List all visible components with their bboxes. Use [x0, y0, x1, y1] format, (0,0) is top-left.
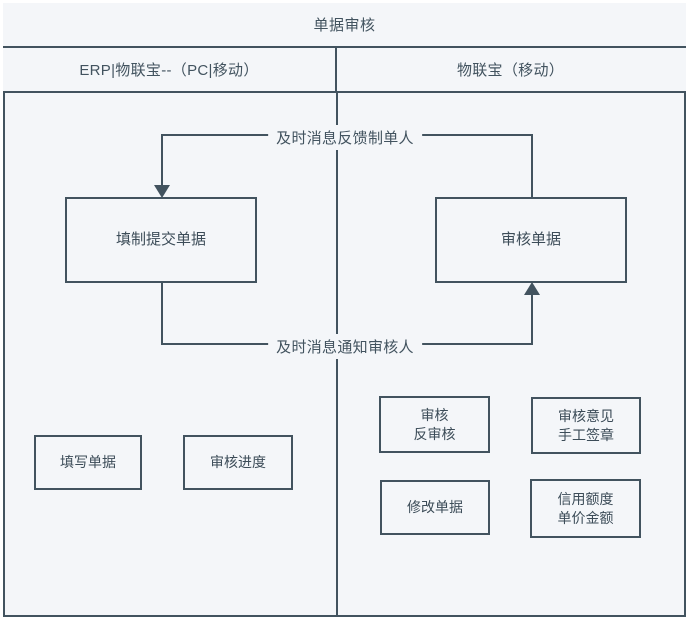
- node-audit-progress-label: 审核进度: [210, 454, 266, 471]
- diagram-title-row: 单据审核: [3, 3, 686, 48]
- node-audit-opinion-signature-label: 审核意见 手工签章: [558, 407, 614, 443]
- node-modify-document-label: 修改单据: [407, 499, 463, 516]
- edge-feedback-drop: [161, 134, 163, 186]
- node-fill-submit-document[interactable]: 填制提交单据: [65, 197, 257, 283]
- arrow-down-icon: [154, 185, 170, 198]
- lane-header-erp-label: ERP|物联宝--（PC|移动）: [79, 62, 259, 79]
- node-write-document[interactable]: 填写单据: [34, 435, 142, 490]
- node-fill-submit-document-label: 填制提交单据: [115, 230, 206, 248]
- node-audit-document-label: 审核单据: [500, 230, 561, 248]
- lane-header-iot-label: 物联宝（移动）: [456, 62, 565, 79]
- node-audit-unaudit-label: 审核 反审核: [413, 406, 456, 442]
- node-write-document-label: 填写单据: [60, 454, 116, 471]
- edge-notify-label: 及时消息通知审核人: [268, 334, 422, 359]
- lane-header-iot: 物联宝（移动）: [337, 48, 684, 91]
- lane-header-erp: ERP|物联宝--（PC|移动）: [3, 48, 337, 91]
- arrow-up-icon: [524, 282, 540, 295]
- edge-feedback-riser: [531, 134, 533, 198]
- edge-notify-drop: [161, 283, 163, 345]
- lane-header-row: ERP|物联宝--（PC|移动） 物联宝（移动）: [3, 48, 686, 93]
- node-modify-document[interactable]: 修改单据: [380, 480, 490, 535]
- node-audit-opinion-signature[interactable]: 审核意见 手工签章: [531, 397, 641, 454]
- node-audit-progress[interactable]: 审核进度: [183, 435, 293, 490]
- node-credit-limit-unit-price[interactable]: 信用额度 单价金额: [530, 479, 641, 538]
- edge-feedback-label: 及时消息反馈制单人: [268, 125, 422, 150]
- node-audit-unaudit[interactable]: 审核 反审核: [379, 396, 490, 453]
- diagram-title: 单据审核: [313, 17, 376, 34]
- node-audit-document[interactable]: 审核单据: [435, 197, 627, 283]
- edge-notify-riser: [531, 294, 533, 345]
- node-credit-limit-unit-price-label: 信用额度 单价金额: [557, 490, 614, 526]
